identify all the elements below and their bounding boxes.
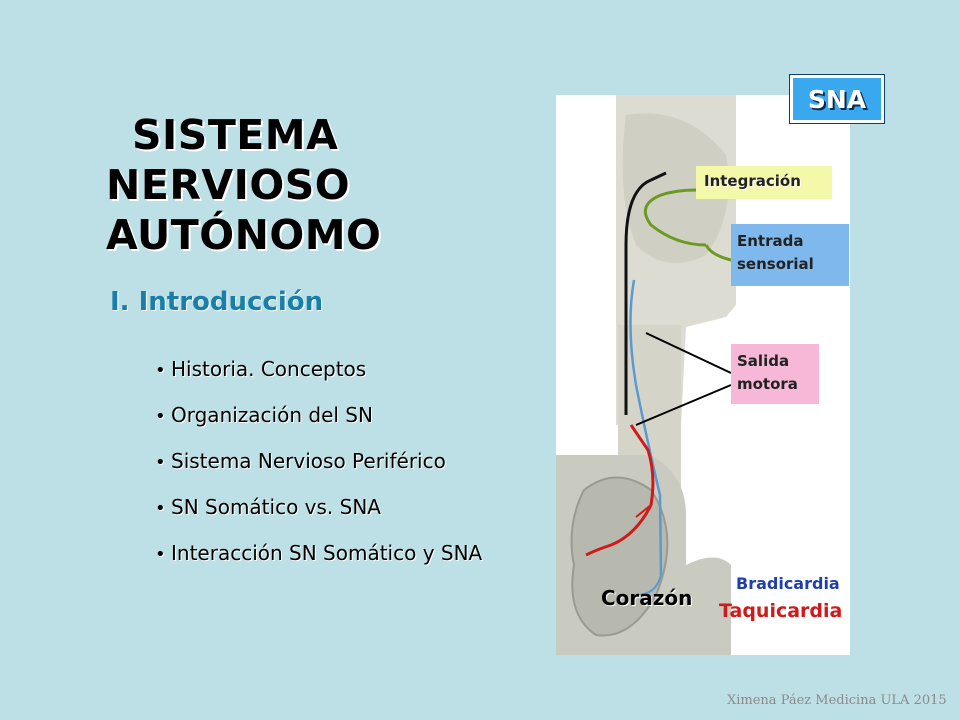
bradycardia-label: Bradicardia — [736, 574, 840, 593]
bullet-dot: • — [155, 544, 166, 565]
bullet-text: SN Somático vs. SNA — [171, 495, 381, 519]
bullet-dot: • — [155, 406, 166, 427]
slide-title: SISTEMA NERVIOSO AUTÓNOMO — [106, 110, 381, 260]
title-line-3: AUTÓNOMO — [106, 211, 382, 259]
integration-fiber — [624, 178, 652, 415]
bullet-item: •Interacción SN Somático y SNA — [155, 531, 482, 577]
sna-badge: SNA — [789, 74, 885, 124]
motor-connector-lower — [635, 384, 732, 426]
section-subtitle: I. Introducción — [110, 287, 324, 317]
motor-label-line-1: Salida — [737, 352, 790, 370]
parasympathetic-branch — [635, 574, 662, 596]
integration-label: Integración — [696, 166, 832, 199]
heart-label: Corazón — [601, 586, 693, 610]
bullet-text: Sistema Nervioso Periférico — [171, 449, 446, 473]
footer-credit: Ximena Páez Medicina ULA 2015 — [727, 693, 947, 708]
anatomy-drawing — [556, 95, 767, 655]
bullet-text: Interacción SN Somático y SNA — [171, 541, 483, 565]
sensory-label-line-2: sensorial — [737, 255, 814, 273]
bullet-list: •Historia. Conceptos •Organización del S… — [155, 347, 482, 577]
sensory-path-upper — [643, 188, 707, 247]
title-line-1: SISTEMA — [132, 111, 339, 159]
tachycardia-label: Taquicardia — [719, 600, 843, 622]
sensory-label-line-1: Entrada — [737, 232, 804, 250]
bullet-text: Organización del SN — [171, 403, 373, 427]
sympathetic-path — [585, 424, 655, 557]
bullet-dot: • — [155, 498, 166, 519]
sensory-input-label: Entrada sensorial — [731, 224, 849, 286]
sympathetic-branch — [635, 504, 652, 518]
motor-output-label: Salida motora — [731, 344, 819, 404]
bullet-item: •Sistema Nervioso Periférico — [155, 439, 482, 485]
parasympathetic-path — [629, 279, 663, 576]
title-line-2: NERVIOSO — [106, 161, 351, 209]
integration-fiber-tip — [650, 171, 667, 182]
bullet-item: •Historia. Conceptos — [155, 347, 482, 393]
bullet-text: Historia. Conceptos — [171, 357, 367, 381]
bullet-item: •SN Somático vs. SNA — [155, 485, 482, 531]
bullet-dot: • — [155, 452, 166, 473]
bullet-item: •Organización del SN — [155, 393, 482, 439]
motor-label-line-2: motora — [737, 375, 798, 393]
bullet-dot: • — [155, 360, 166, 381]
motor-connector-upper — [645, 332, 732, 374]
cortex-shape — [622, 113, 729, 263]
